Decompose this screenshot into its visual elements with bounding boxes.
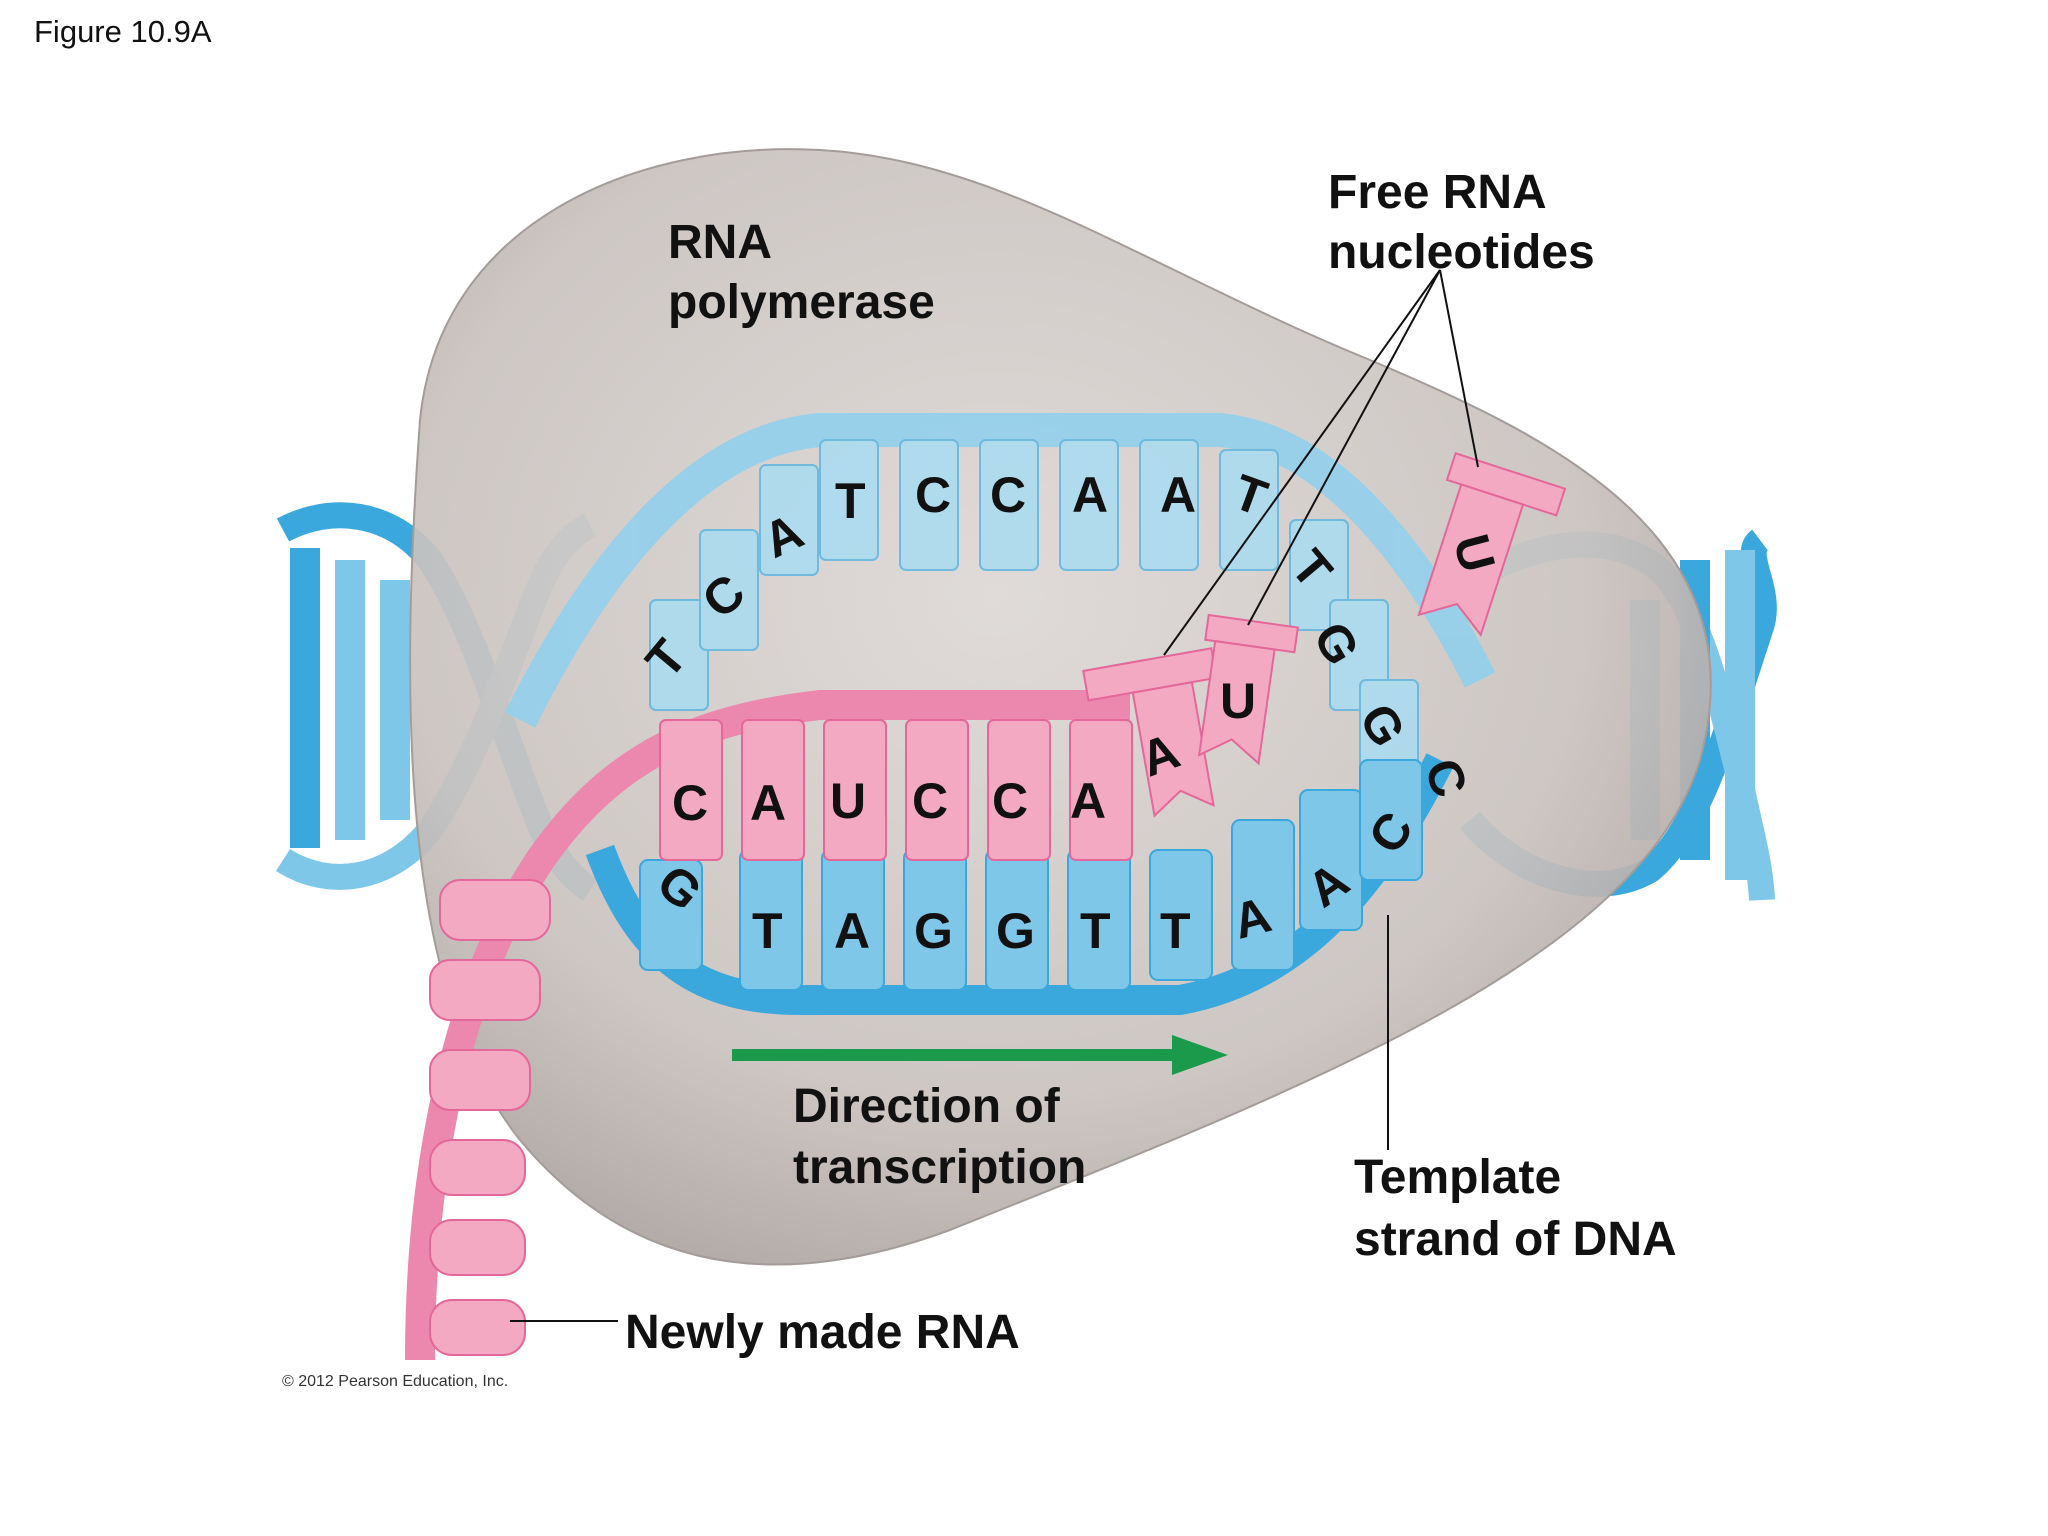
direction-arrow [732, 1035, 1228, 1075]
template-label: Template [1354, 1151, 1561, 1204]
rna-base: C [672, 775, 708, 831]
nontemplate-base: A [1160, 467, 1196, 523]
rna-base: A [750, 775, 786, 831]
template-base: T [1160, 903, 1191, 959]
free-nucleotides-label: nucleotides [1328, 226, 1595, 279]
nontemplate-base: T [835, 473, 866, 529]
template-base: G [914, 903, 953, 959]
free-nucleotides-label: Free RNA [1328, 166, 1547, 219]
template-strand [585, 753, 1454, 1015]
copyright: © 2012 Pearson Education, Inc. [282, 1373, 508, 1390]
nontemplate-strand [504, 413, 1496, 771]
nontemplate-base: C [915, 467, 951, 523]
polymerase-label: polymerase [668, 276, 935, 329]
template-base: A [834, 903, 870, 959]
template-base: T [752, 903, 783, 959]
template-base: T [1080, 903, 1111, 959]
figure-label: Figure 10.9A [34, 14, 212, 49]
incoming-base: U [1220, 673, 1256, 729]
rna-base: C [912, 773, 948, 829]
template-base: G [996, 903, 1035, 959]
polymerase-label: RNA [668, 216, 772, 269]
direction-label: Direction of [793, 1080, 1061, 1133]
rna-strand [405, 690, 1133, 1361]
incoming-nucleotide-u [1197, 613, 1299, 766]
template-label: strand of DNA [1354, 1213, 1677, 1266]
incoming-nucleotide-a [1082, 647, 1218, 818]
rna-base: C [992, 773, 1028, 829]
nontemplate-base: C [990, 467, 1026, 523]
direction-label: transcription [793, 1141, 1086, 1194]
new-rna-label: Newly made RNA [625, 1306, 1020, 1359]
rna-base: A [1070, 773, 1106, 829]
nontemplate-base: A [1072, 467, 1108, 523]
free-nucleotide [1417, 451, 1567, 637]
rna-base: U [830, 773, 866, 829]
leader-lines [510, 269, 1479, 1322]
